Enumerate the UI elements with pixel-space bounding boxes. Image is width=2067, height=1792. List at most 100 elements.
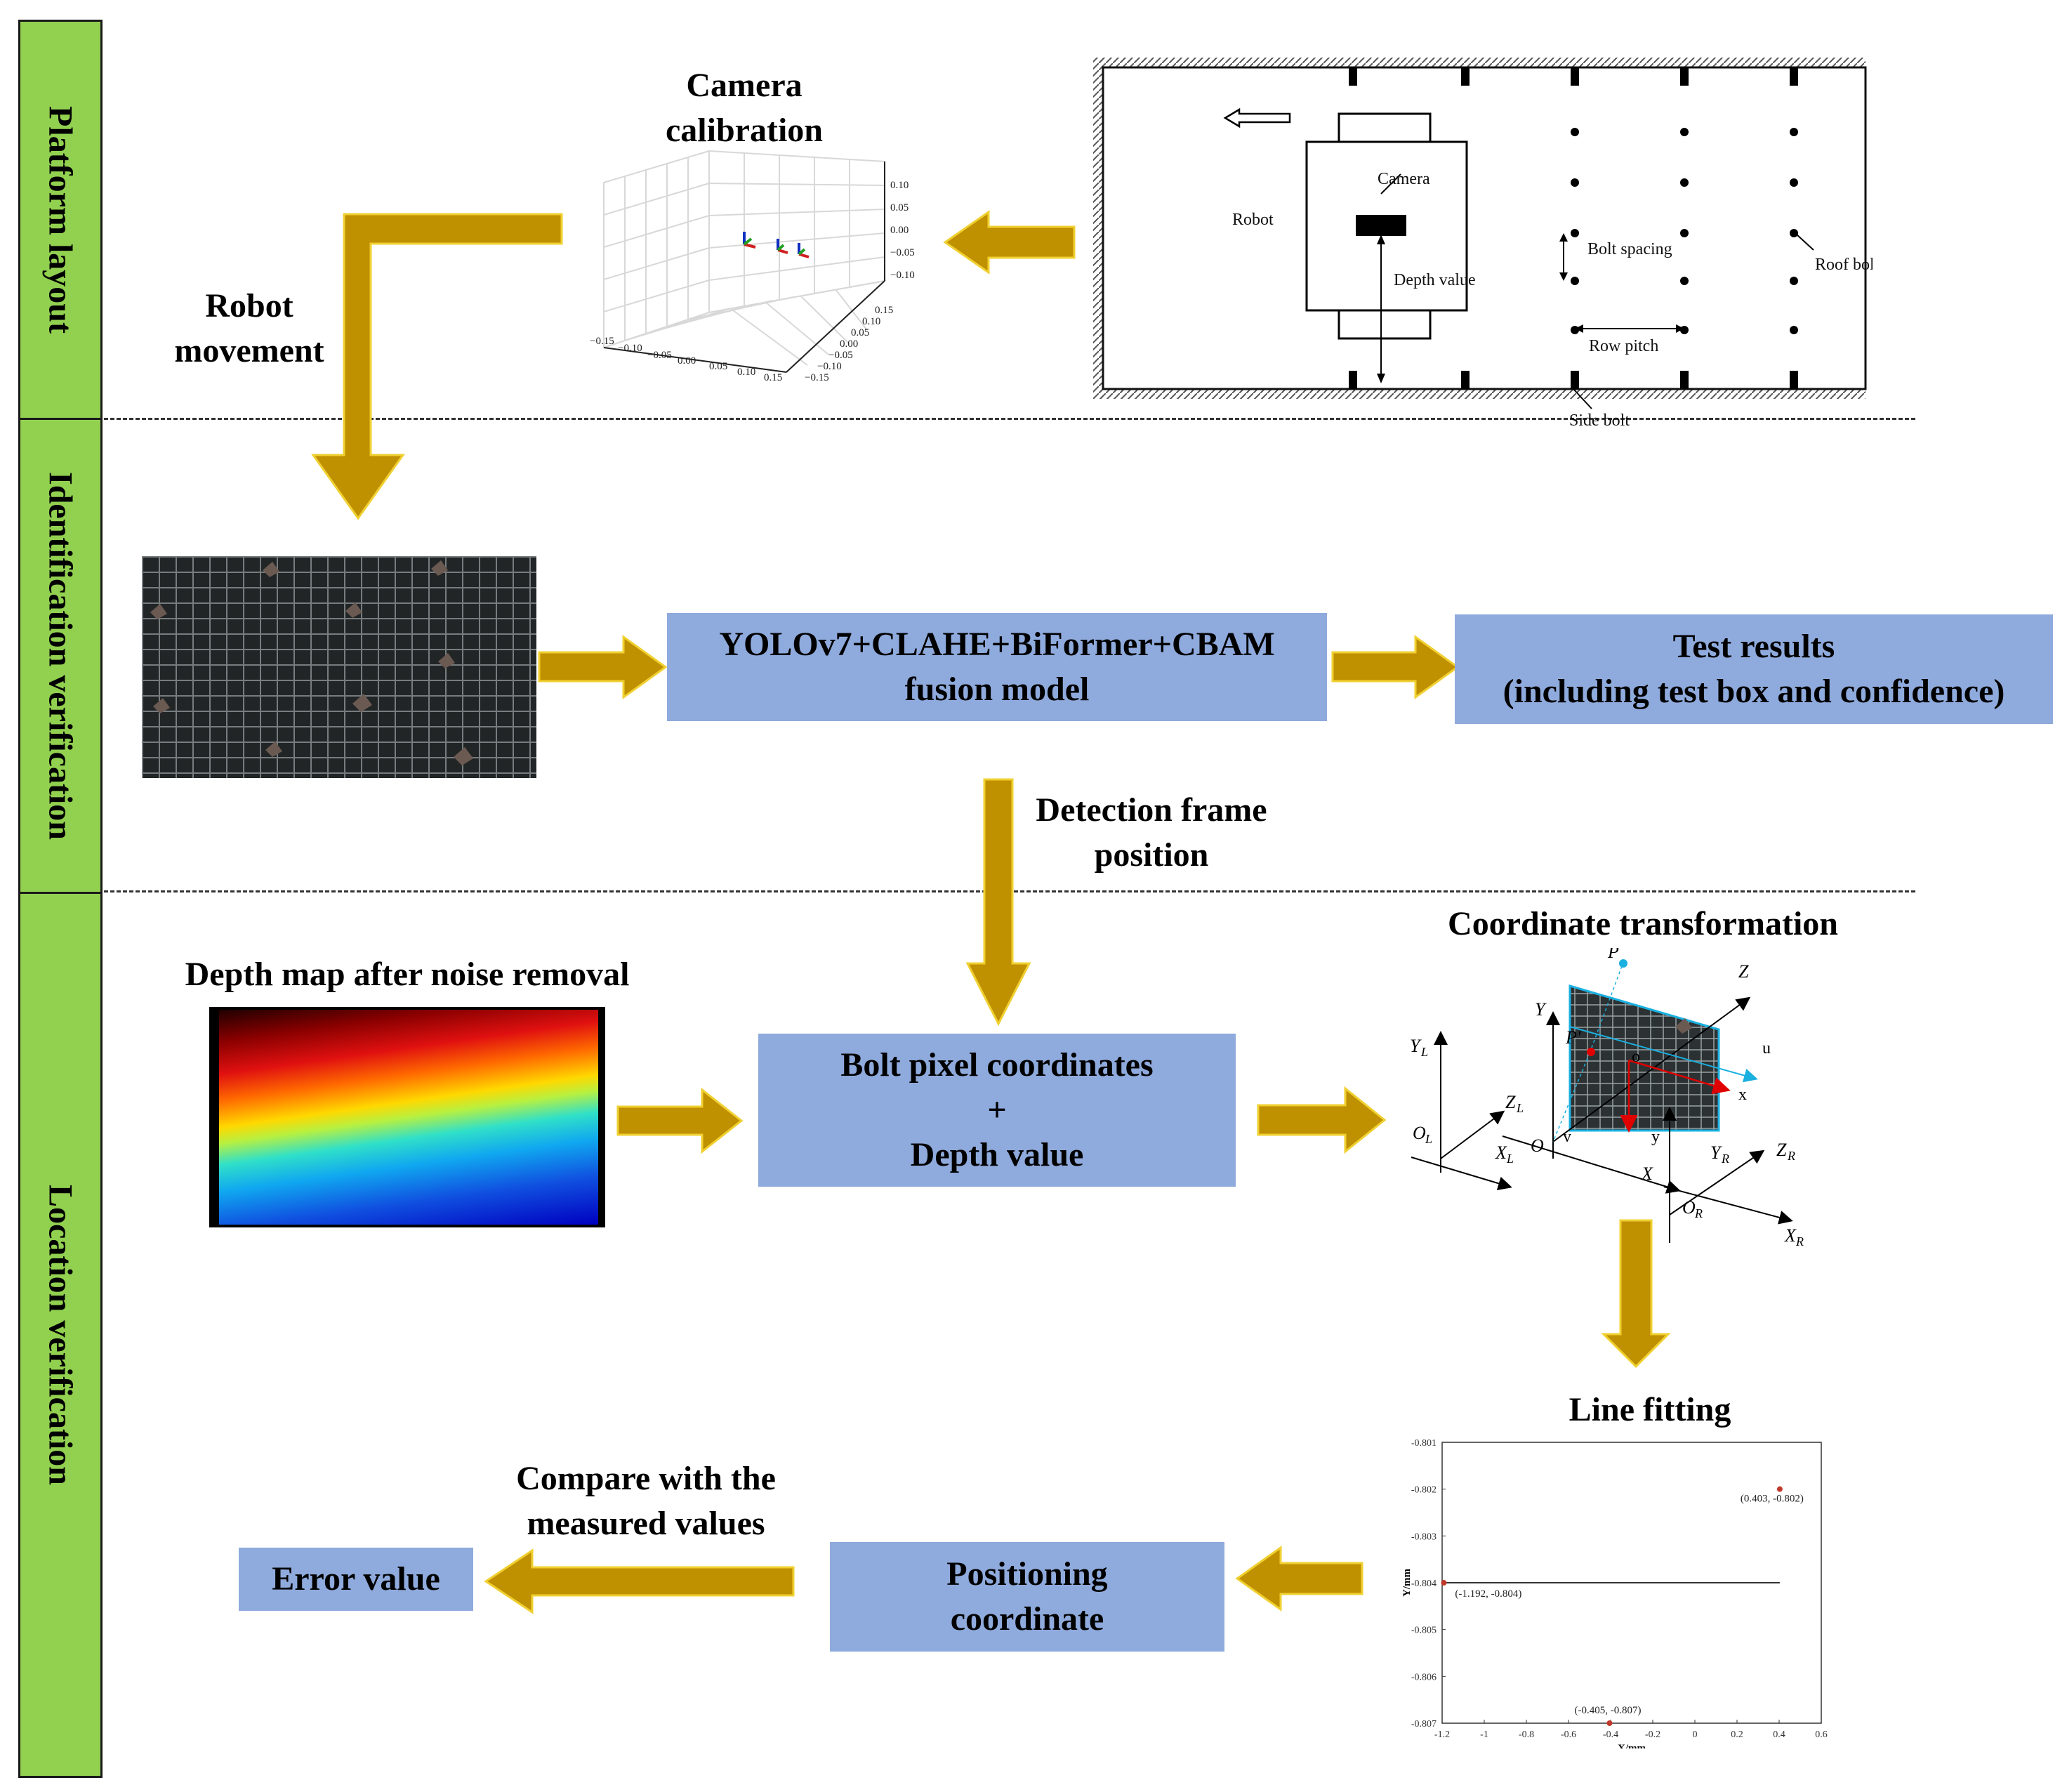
stage-bar-platform: Platform layout xyxy=(18,20,103,420)
label-P: P xyxy=(1607,948,1619,962)
x-tick-label: -1 xyxy=(1480,1730,1488,1740)
label-O: O xyxy=(1531,1135,1544,1156)
calibration-title: Camera calibration xyxy=(632,63,857,153)
y-tick: −0.05 xyxy=(828,350,853,361)
bolt-pixel-line3: Depth value xyxy=(910,1136,1084,1173)
z-tick: 0.05 xyxy=(890,202,909,213)
label-depth-value: Depth value xyxy=(1394,271,1476,289)
robot-movement-caption: Robot movement xyxy=(147,284,351,374)
error-value-box: Error value xyxy=(239,1548,473,1611)
depth-map-image xyxy=(209,1007,605,1227)
arrow-fusion-to-results xyxy=(1331,635,1460,699)
y-axis-label: Y/mm xyxy=(1401,1569,1413,1597)
x-tick-label: -0.4 xyxy=(1603,1730,1618,1740)
fusion-model-line2: fusion model xyxy=(904,671,1090,708)
y-tick-label: -0.806 xyxy=(1411,1672,1437,1682)
label-Y: Y xyxy=(1535,999,1547,1020)
y-tick-label: -0.804 xyxy=(1411,1579,1437,1589)
depth-value-text: Depth value xyxy=(1394,271,1476,289)
compare-line1: Compare with the xyxy=(516,1460,776,1497)
coord-transform-title: Coordinate transformation xyxy=(1448,905,1838,942)
z-tick: 0.00 xyxy=(890,225,909,236)
arrow-layout-to-calibration xyxy=(943,210,1076,275)
label-XR-sub: R xyxy=(1795,1234,1804,1249)
bolt-pixel-line2: + xyxy=(987,1091,1007,1128)
fusion-model-line1: YOLOv7+CLAHE+BiFormer+CBAM xyxy=(719,626,1275,663)
x-tick-label: 0.6 xyxy=(1815,1730,1828,1740)
label-OL-sub: L xyxy=(1425,1132,1432,1146)
compare-line2: measured values xyxy=(527,1505,765,1542)
x-tick: −0.15 xyxy=(590,336,614,347)
detection-frame-caption: Detection frame position xyxy=(1011,788,1292,878)
y-tick-label: -0.805 xyxy=(1411,1626,1437,1636)
z-tick: −0.05 xyxy=(890,247,915,258)
x-tick: 0.10 xyxy=(737,367,755,378)
bolt-pixel-box: Bolt pixel coordinates + Depth value xyxy=(758,1034,1236,1187)
label-row-pitch: Row pitch xyxy=(1589,337,1658,355)
positioning-box: Positioning coordinate xyxy=(830,1542,1224,1652)
label-x: x xyxy=(1738,1086,1747,1104)
robot-movement-text: Robot movement xyxy=(174,287,324,369)
data-point xyxy=(1441,1580,1447,1586)
label-YL: Y xyxy=(1410,1036,1422,1056)
detection-frame-line1: Detection frame xyxy=(1036,791,1267,829)
positioning-line2: coordinate xyxy=(950,1600,1104,1638)
y-tick: 0.05 xyxy=(851,327,869,338)
stage-bar-identification: Identification verification xyxy=(18,418,103,894)
label-bolt-spacing: Bolt spacing xyxy=(1587,240,1672,258)
x-tick-label: -0.6 xyxy=(1561,1730,1576,1740)
label-o: o xyxy=(1632,1048,1640,1066)
x-axis-label: X/mm xyxy=(1618,1743,1646,1748)
x-tick: 0.00 xyxy=(678,355,696,367)
y-tick-label: -0.802 xyxy=(1411,1485,1437,1496)
y-tick-label: -0.801 xyxy=(1411,1438,1437,1449)
arrow-pixel-to-transform xyxy=(1257,1086,1387,1154)
z-tick: −0.10 xyxy=(890,270,915,281)
stage-bar-location: Location verification xyxy=(18,892,103,1778)
label-u: u xyxy=(1762,1039,1771,1058)
label-y: y xyxy=(1651,1128,1660,1146)
x-tick: −0.10 xyxy=(618,343,642,354)
label-ZR: Z xyxy=(1776,1140,1787,1160)
compare-caption: Compare with the measured values xyxy=(477,1456,814,1546)
label-robot: Robot xyxy=(1232,211,1274,229)
robot-movement-arrow xyxy=(311,213,563,520)
label-Z: Z xyxy=(1738,961,1749,982)
x-tick-label: 0.4 xyxy=(1773,1730,1785,1740)
x-tick: 0.15 xyxy=(764,372,782,383)
label-side-bolt: Side bolt xyxy=(1569,411,1630,430)
label-XR: X xyxy=(1784,1225,1797,1246)
arrow-transform-down xyxy=(1601,1219,1671,1369)
label-XL-sub: L xyxy=(1506,1152,1514,1166)
line-fitting-chart: -0.801-0.802-0.803-0.804-0.805-0.806-0.8… xyxy=(1401,1438,1828,1748)
fusion-model-box: YOLOv7+CLAHE+BiFormer+CBAM fusion model xyxy=(667,613,1327,721)
test-results-line1: Test results xyxy=(1672,628,1835,665)
coordinate-transformation-figure: P P' Z Y O X Y L Z L O L X L Y R Z R O R… xyxy=(1410,948,1804,1249)
calibration-title-text: Camera calibration xyxy=(666,67,823,149)
x-tick: −0.05 xyxy=(647,350,672,361)
z-tick: 0.10 xyxy=(890,180,909,191)
x-tick: 0.05 xyxy=(709,361,727,372)
label-P-prime: P' xyxy=(1565,1027,1581,1048)
label-ZL-sub: L xyxy=(1516,1101,1524,1115)
point-label: (-1.192, -0.804) xyxy=(1455,1588,1521,1600)
platform-layout-diagram: Robot Camera Depth value Bolt spacing Ro… xyxy=(1093,58,1873,430)
point-label: (-0.405, -0.807) xyxy=(1575,1705,1642,1716)
mesh-detection-image xyxy=(142,556,536,778)
x-tick-label: 0.2 xyxy=(1731,1730,1743,1740)
label-v: v xyxy=(1563,1128,1571,1146)
arrow-depthmap-to-pixel xyxy=(616,1087,744,1154)
y-tick: 0.15 xyxy=(875,305,893,316)
label-roof-bolt: Roof bolt xyxy=(1815,256,1873,274)
bolt-pixel-line1: Bolt pixel coordinates xyxy=(840,1046,1154,1083)
y-tick: 0.10 xyxy=(862,316,880,327)
label-X: X xyxy=(1641,1164,1653,1184)
label-XL: X xyxy=(1495,1142,1507,1163)
x-tick-label: -1.2 xyxy=(1434,1730,1450,1740)
label-YR-sub: R xyxy=(1721,1152,1729,1166)
depth-map-gradient xyxy=(219,1010,598,1225)
test-results-line2: (including test box and confidence) xyxy=(1503,673,2005,710)
y-tick: −0.10 xyxy=(817,361,842,372)
label-YR: Y xyxy=(1710,1142,1722,1163)
